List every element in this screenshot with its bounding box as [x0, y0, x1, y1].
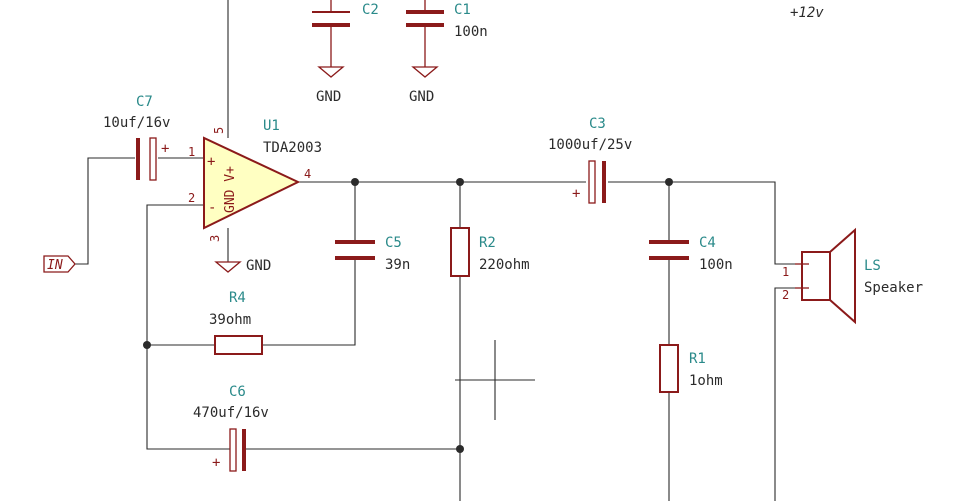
r4-value: 39ohm	[209, 312, 251, 328]
junction-dot	[143, 341, 151, 349]
u1-inner-label: GND V+	[223, 166, 238, 213]
capacitor-c7[interactable]: + C7 10uf/16v	[103, 94, 170, 181]
r4-ref: R4	[229, 290, 246, 306]
speaker-ls[interactable]: 1 2 LS Speaker	[782, 227, 923, 325]
junction-dot	[665, 178, 673, 186]
c1-value: 100n	[454, 24, 488, 40]
c4-ref: C4	[699, 235, 716, 251]
junctions	[143, 178, 673, 453]
c7-ref: C7	[136, 94, 153, 110]
capacitor-c6[interactable]: + C6 470uf/16v	[193, 384, 269, 472]
gnd-label: GND	[409, 89, 434, 105]
c6-polarity: +	[212, 455, 220, 471]
c7-value: 10uf/16v	[103, 115, 170, 131]
wire-in-c7	[75, 157, 135, 265]
gnd-symbol-c2: GND	[316, 66, 345, 105]
gnd-symbol-c1: GND	[409, 66, 439, 105]
u1-pin-1: 1	[188, 145, 195, 159]
c2-ref: C2	[362, 2, 379, 18]
c3-value: 1000uf/25v	[548, 137, 632, 153]
u1-pin-4: 4	[304, 167, 311, 181]
c3-ref: C3	[589, 116, 606, 132]
ls-pin-2: 2	[782, 288, 789, 302]
u1-pin-3: 3	[208, 235, 222, 242]
capacitor-c3[interactable]: + C3 1000uf/25v	[548, 116, 632, 204]
u1-minus-input: -	[208, 200, 216, 216]
wires	[75, 0, 795, 501]
wire-c5-bottom	[262, 258, 356, 346]
capacitor-c1[interactable]: C1 100n	[406, 0, 488, 67]
c3-polarity: +	[572, 186, 580, 202]
r2-ref: R2	[479, 235, 496, 251]
gnd-label: GND	[316, 89, 341, 105]
resistor-r2[interactable]: R2 220ohm	[450, 227, 530, 277]
wire-u1-pin2-feedback	[146, 204, 230, 450]
c1-ref: C1	[454, 2, 471, 18]
c7-polarity: +	[161, 141, 169, 157]
u1-pin-5: 5	[212, 127, 226, 134]
junction-dot	[456, 178, 464, 186]
wire-c3-speaker	[608, 181, 795, 265]
r2-value: 220ohm	[479, 257, 530, 273]
amplifier-u1[interactable]: + - GND V+ 1 2 3 4 5 U1 TDA2003	[188, 118, 322, 242]
r1-ref: R1	[689, 351, 706, 367]
ls-ref: LS	[864, 258, 881, 274]
capacitor-c5[interactable]: C5 39n	[335, 235, 410, 273]
c5-ref: C5	[385, 235, 402, 251]
ls-value: Speaker	[864, 280, 923, 296]
resistor-r1[interactable]: R1 1ohm	[659, 344, 723, 393]
u1-pin-2: 2	[188, 191, 195, 205]
u1-ref: U1	[263, 118, 280, 134]
junction-dot	[351, 178, 359, 186]
c6-ref: C6	[229, 384, 246, 400]
in-label: IN	[47, 258, 63, 273]
c5-value: 39n	[385, 257, 410, 273]
capacitor-c2[interactable]: C2	[312, 0, 379, 67]
capacitor-c4[interactable]: C4 100n	[649, 235, 733, 273]
c6-value: 470uf/16v	[193, 405, 269, 421]
u1-plus-input: +	[207, 154, 215, 170]
u1-value: TDA2003	[263, 140, 322, 156]
ls-pin-1: 1	[782, 265, 789, 279]
c4-value: 100n	[699, 257, 733, 273]
wire-speaker-pin2	[774, 287, 795, 501]
input-label-in[interactable]: IN	[43, 255, 76, 273]
junction-dot	[456, 445, 464, 453]
resistor-r4[interactable]: R4 39ohm	[209, 290, 263, 355]
gnd-symbol-u1: GND	[214, 258, 271, 274]
vcc-label: +12v	[790, 5, 824, 21]
gnd-label: GND	[246, 258, 271, 274]
r1-value: 1ohm	[689, 373, 723, 389]
